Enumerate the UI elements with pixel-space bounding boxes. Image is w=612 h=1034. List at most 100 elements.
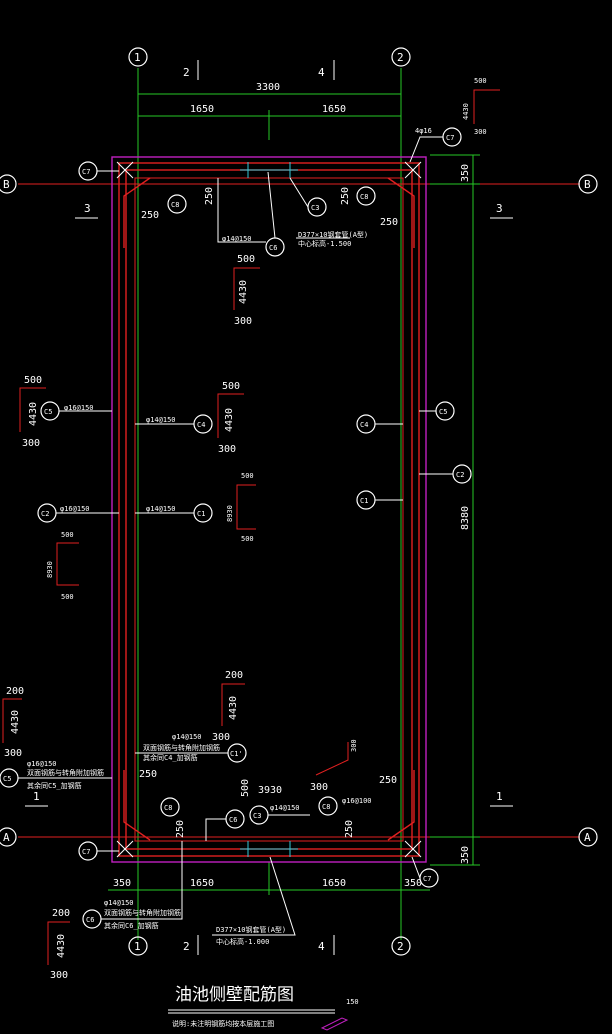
- svg-text:φ16@100: φ16@100: [342, 797, 372, 805]
- svg-text:8930: 8930: [46, 561, 54, 578]
- svg-text:φ14@150: φ14@150: [146, 505, 176, 513]
- svg-text:1650: 1650: [190, 878, 214, 889]
- svg-text:C5: C5: [439, 408, 447, 416]
- svg-text:350: 350: [460, 846, 471, 864]
- tag-c8-bottom-right: C8 φ16@100 250 250: [318, 775, 397, 838]
- svg-text:300: 300: [4, 748, 22, 759]
- svg-text:250: 250: [380, 217, 398, 228]
- svg-text:250: 250: [344, 820, 355, 838]
- bottom-dimensions: 350 1650 1650 350: [108, 862, 430, 895]
- svg-text:C1: C1: [197, 510, 205, 518]
- tag-c6-bottom-left: C6 φ14@150 双面钢筋与转角附加钢筋 其余同C6_加钢筋: [82, 841, 183, 930]
- svg-text:2: 2: [397, 51, 404, 64]
- svg-text:其余同C5_加钢筋: 其余同C5_加钢筋: [27, 781, 82, 790]
- svg-text:A: A: [584, 831, 591, 844]
- section-markers: 2 4 2 4 3 3 1 1: [25, 60, 513, 955]
- svg-text:4: 4: [318, 66, 325, 79]
- axis-bubble-B-right: B: [578, 174, 598, 194]
- svg-text:500: 500: [61, 531, 74, 539]
- top-dimensions: 3300 1650 1650: [138, 82, 401, 140]
- tag-c7-bottom-right: C7: [411, 856, 439, 888]
- shape-mid-c1: 500 8930 500: [226, 472, 256, 543]
- tag-c5-right: C5: [419, 401, 455, 421]
- svg-text:C3: C3: [311, 204, 319, 212]
- svg-text:双面钢筋与转角附加钢筋: 双面钢筋与转角附加钢筋: [143, 743, 220, 752]
- tag-c8-bottom-left: C8 250 250: [139, 769, 186, 838]
- svg-text:1650: 1650: [322, 104, 346, 115]
- svg-text:说明:未注明钢筋均按本层施工图: 说明:未注明钢筋均按本层施工图: [172, 1019, 274, 1028]
- svg-text:C4: C4: [360, 421, 368, 429]
- svg-text:D377×10钢套管(A型): D377×10钢套管(A型): [216, 925, 286, 934]
- svg-text:500: 500: [61, 593, 74, 601]
- svg-text:其余同C6_加钢筋: 其余同C6_加钢筋: [104, 921, 159, 930]
- svg-text:3: 3: [84, 202, 91, 215]
- svg-text:500: 500: [24, 375, 42, 386]
- dim-3930: 3930 500 300: [240, 779, 328, 797]
- shape-bottom-far-left: 200 4430 300: [47, 908, 70, 981]
- svg-text:C8: C8: [164, 804, 172, 812]
- svg-text:200: 200: [6, 686, 24, 697]
- svg-text:4φ16: 4φ16: [415, 127, 432, 135]
- svg-text:C7: C7: [446, 134, 454, 142]
- svg-text:350: 350: [404, 878, 422, 889]
- svg-text:C2: C2: [41, 510, 49, 518]
- tag-c6-bottom: C6: [205, 809, 245, 841]
- axis-bubble-1-top: 1: [128, 47, 148, 67]
- svg-text:3930: 3930: [258, 785, 282, 796]
- svg-text:B: B: [3, 178, 10, 191]
- svg-text:C6: C6: [86, 916, 94, 924]
- svg-text:8380: 8380: [460, 506, 471, 530]
- svg-text:双面钢筋与转角附加钢筋: 双面钢筋与转角附加钢筋: [104, 908, 181, 917]
- svg-text:4430: 4430: [56, 934, 67, 958]
- svg-text:φ16@150: φ16@150: [64, 404, 94, 412]
- svg-text:300: 300: [474, 128, 487, 136]
- axis-bubble-2-bottom: 2: [391, 936, 411, 956]
- svg-text:4430: 4430: [238, 280, 249, 304]
- shape-left-c5: 500 4430 300: [19, 375, 46, 449]
- axis-bubble-A-left: A: [0, 827, 17, 847]
- svg-text:300: 300: [22, 438, 40, 449]
- tag-c3-top: C3: [289, 177, 327, 217]
- svg-text:φ14@150: φ14@150: [146, 416, 176, 424]
- svg-text:C7: C7: [423, 875, 431, 883]
- svg-text:C5: C5: [3, 775, 11, 783]
- svg-text:C3: C3: [253, 812, 261, 820]
- svg-text:150: 150: [346, 998, 359, 1006]
- svg-text:A: A: [3, 831, 10, 844]
- svg-text:3: 3: [496, 202, 503, 215]
- svg-text:D377×10钢套管(A型): D377×10钢套管(A型): [298, 230, 368, 239]
- svg-text:4430: 4430: [10, 710, 21, 734]
- axis-bubble-A-right: A: [578, 827, 598, 847]
- svg-text:4430: 4430: [228, 696, 239, 720]
- svg-text:300: 300: [310, 782, 328, 793]
- svg-text:1: 1: [134, 940, 141, 953]
- svg-text:C2: C2: [456, 471, 464, 479]
- shape-hook-bottom: 300: [315, 739, 358, 776]
- tag-c2-right: C2: [419, 464, 472, 484]
- svg-text:4: 4: [318, 940, 325, 953]
- svg-text:φ14@150: φ14@150: [172, 733, 202, 741]
- svg-text:4430: 4430: [28, 402, 39, 426]
- svg-text:8930: 8930: [226, 505, 234, 522]
- svg-text:500: 500: [222, 381, 240, 392]
- svg-text:C7: C7: [82, 848, 90, 856]
- svg-text:φ14@150: φ14@150: [222, 235, 252, 243]
- tag-c6-top: C6 φ14@150: [217, 171, 285, 257]
- tag-c5-left: C5 φ16@150: [40, 401, 112, 421]
- tag-c8-top-right: C8 250 250: [340, 186, 398, 228]
- svg-text:C8: C8: [322, 803, 330, 811]
- svg-text:其余同C4_加钢筋: 其余同C4_加钢筋: [143, 753, 198, 762]
- svg-text:C1': C1': [230, 750, 243, 758]
- tag-c8-top-left: C8 250 250: [141, 187, 215, 221]
- svg-text:500: 500: [241, 472, 254, 480]
- svg-text:C5: C5: [44, 408, 52, 416]
- svg-text:250: 250: [141, 210, 159, 221]
- svg-text:B: B: [584, 178, 591, 191]
- svg-text:φ14@150: φ14@150: [104, 899, 134, 907]
- svg-text:2: 2: [397, 940, 404, 953]
- shape-mid-top: 500 4430 300: [233, 254, 260, 327]
- svg-text:C7: C7: [82, 168, 90, 176]
- svg-text:φ16@150: φ16@150: [60, 505, 90, 513]
- svg-text:C4: C4: [197, 421, 205, 429]
